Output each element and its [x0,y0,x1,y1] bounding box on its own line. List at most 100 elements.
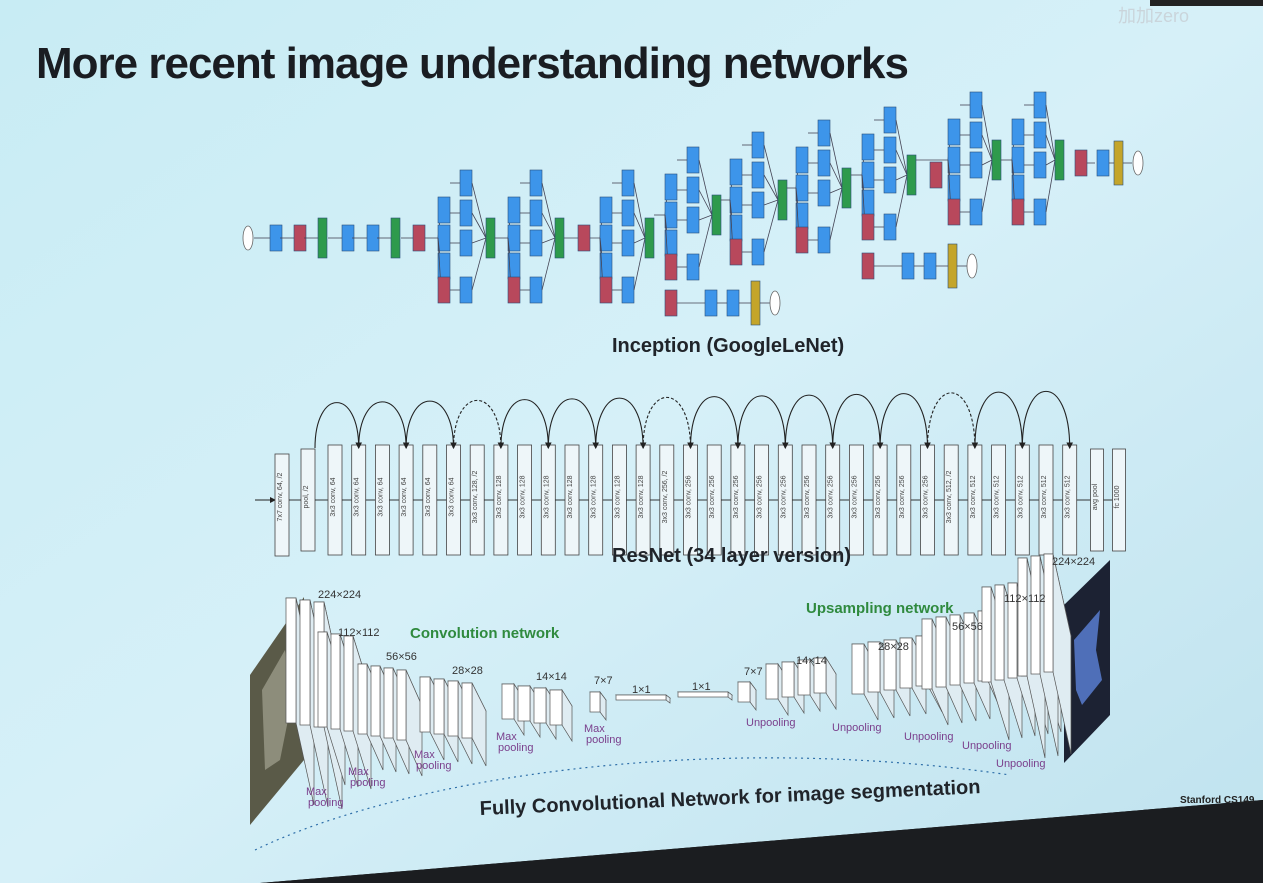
inception-module-7-conv [862,162,874,188]
resnet-layer-label: 3x3 conv, 512 [1017,475,1024,518]
inception-module-7-conv [862,134,874,160]
inception-module-8-conv [970,92,982,118]
inception-module-8-conv [970,122,982,148]
inception-module-5-pool [730,239,742,265]
fcn-decoder-block [982,587,991,682]
resnet-layer-label: 3x3 conv, 256 [851,475,858,518]
inception-module-1-conv [460,230,472,256]
resnet-layer-label: 3x3 conv, 128 [520,475,527,518]
fcn-size-label: 224×224 [318,589,361,601]
fcn-encoder-block [331,634,340,729]
fcn-size-label: 7×7 [594,675,613,687]
inception-module-1-conv [460,170,472,196]
resnet-caption: ResNet (34 layer version) [612,545,851,567]
resnet-layer-label: pool, /2 [303,485,310,508]
inception-module-5-conv [752,192,764,218]
watermark: 加加zero [1118,6,1189,26]
resnet-layer-label: 3x3 conv, 64 [354,477,361,516]
resnet-layer-label: 3x3 conv, 128 [496,475,503,518]
resnet-layer-label: 3x3 conv, 128 [543,475,550,518]
inception-module-3-conv [622,230,634,256]
resnet-layer-label: 3x3 conv, 256 [709,475,716,518]
fcn-unpool-label: Unpooling [904,731,954,743]
fcn-size-label: 1×1 [692,681,711,693]
resnet-layer-label: 3x3 conv, 256, /2 [662,470,669,523]
inception-aux2-softmax [948,244,957,288]
inception-module-7-conv [884,137,896,163]
fcn-decoder-block [995,585,1004,680]
inception-module-9-conv [1012,119,1024,145]
resnet-layer-label: 3x3 conv, 256 [828,475,835,518]
resnet-layer-label: 3x3 conv, 512 [1041,475,1048,518]
inception-module-8-conv [948,147,960,173]
inception-module-7-conv [884,214,896,240]
inception-module-9-concat [1055,140,1064,180]
resnet-layer-label: 3x3 conv, 256 [899,475,906,518]
inception-module-3-conv [600,225,612,251]
fcn-decoder-block [1031,556,1040,674]
fcn-decoder-block [936,617,946,687]
inception-module-2-conv [508,197,520,223]
inception-module-4-pool [665,254,677,280]
inception-module-1-conv [438,225,450,251]
inception-caption: Inception (GoogleLeNet) [612,335,844,357]
inception-final-fc [1097,150,1109,176]
inception-module-8-conv [970,152,982,178]
fcn-encoder-block [371,666,380,736]
inception-module-6-conv [818,180,830,206]
inception-module-4-concat [712,195,721,235]
inception-module-9-conv [1034,122,1046,148]
fcn-unpool-label: Unpooling [996,758,1046,770]
resnet-layer-label: 3x3 conv, 128, /2 [472,470,479,523]
resnet-layer-label: 3x3 conv, 512 [994,475,1001,518]
inception-module-7-conv [884,107,896,133]
inception-module-6-conv [818,227,830,253]
inception-module-4-conv [687,254,699,280]
resnet-layer-label: 3x3 conv, 256 [686,475,693,518]
fcn-decoder-block [766,664,778,699]
inception-module-4-conv [665,202,677,228]
inception-module-2-concat [555,218,564,258]
fcn-conv-label: Convolution network [410,625,560,642]
inception-output-node [1133,151,1143,175]
inception-module-4-conv [687,147,699,173]
credit: Stanford CS149 [1180,795,1255,806]
inception-module-4-conv [687,177,699,203]
fcn-unpool-label: Unpooling [746,717,796,729]
inception-module-1-conv [460,277,472,303]
fcn-encoder-block [550,690,562,725]
fcn-encoder-block [462,683,472,738]
fcn-encoder-block [434,679,444,734]
resnet-layer-label: 3x3 conv, 64 [330,477,337,516]
inception-module-2-conv [530,200,542,226]
fcn-encoder-block [502,684,514,719]
inception-module-9-pool [1012,199,1024,225]
inception-module-9-conv [1034,92,1046,118]
fcn-decoder-block [782,662,794,697]
resnet-layer-label: 3x3 conv, 512, /2 [946,470,953,523]
fcn-size-label: 7×7 [744,666,763,678]
fcn-decoder-block [852,644,864,694]
inception-module-6-concat [842,168,851,208]
inception-module-5-concat [778,180,787,220]
inception-module-8-conv [970,199,982,225]
fcn-size-label: 112×112 [338,627,380,639]
inception-module-7-conv [884,167,896,193]
inception-module-5-conv [752,239,764,265]
resnet-layer-label: 3x3 conv, 128 [591,475,598,518]
resnet-layer-label: 3x3 conv, 256 [875,475,882,518]
inception-aux1-pool [665,290,677,316]
inception-module-5-conv [752,162,764,188]
inception-module-2-pool [508,277,520,303]
fcn-decoder-block [1044,554,1053,672]
inception-module-9-conv [1012,147,1024,173]
inception-module-1-conv [460,200,472,226]
inception-aux2-output [967,254,977,278]
fcn-encoder-block [448,681,458,736]
fcn-encoder-block [286,598,296,723]
inception-module-2-conv [530,277,542,303]
fcn-size-label: 14×14 [796,655,827,667]
inception-module-8-concat [992,140,1001,180]
inception-module-7-concat [907,155,916,195]
